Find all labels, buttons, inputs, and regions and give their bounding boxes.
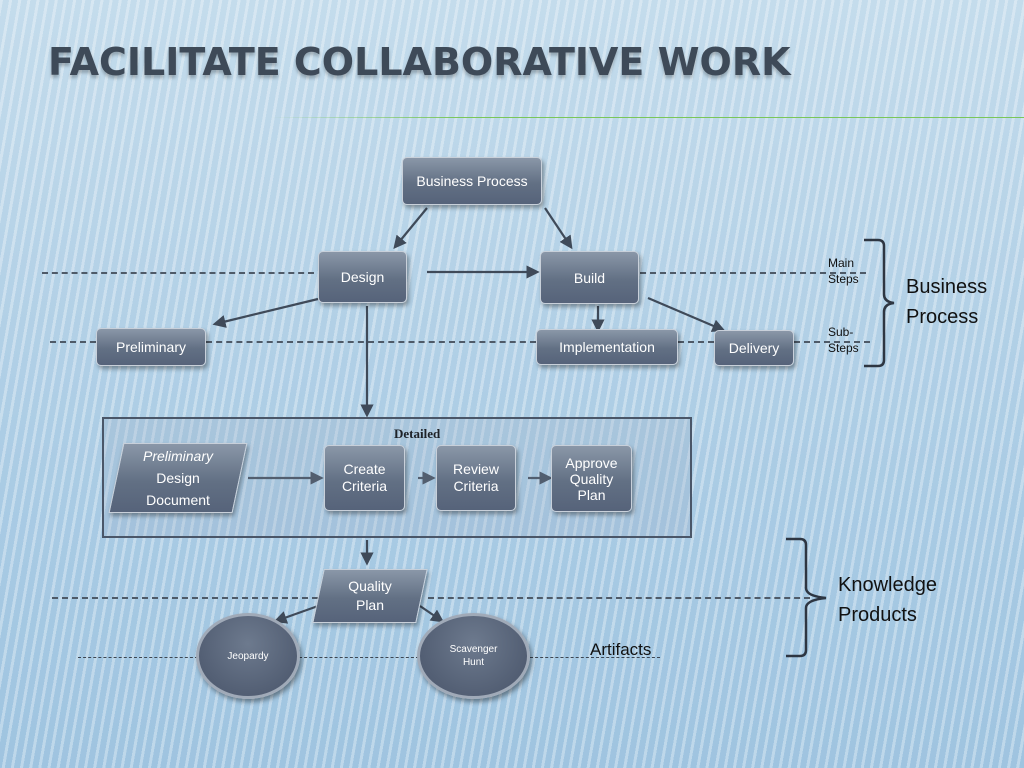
review-criteria-line-1: Review xyxy=(453,461,499,477)
approve-line-2: Quality xyxy=(569,470,614,487)
implementation-box[interactable]: Implementation xyxy=(536,329,678,365)
detailed-label: Detailed xyxy=(394,426,441,441)
jeopardy-label: Jeopardy xyxy=(227,650,269,662)
business-process-box[interactable]: Business Process xyxy=(402,157,542,205)
sub-steps-label: Sub- Steps xyxy=(828,325,859,355)
jeopardy-circle[interactable]: Jeopardy xyxy=(196,613,300,699)
pdd-line-1: Preliminary xyxy=(142,448,213,464)
implementation-label: Implementation xyxy=(559,339,655,355)
main-steps-line-left xyxy=(42,272,314,274)
sub-steps-line-left xyxy=(50,341,96,343)
main-steps-label: Main Steps xyxy=(828,256,859,286)
approve-line-3: Plan xyxy=(577,486,606,503)
create-criteria-line-1: Create xyxy=(343,461,386,477)
knowledge-products-group-label: Knowledge Products xyxy=(838,574,937,626)
approve-quality-plan-box[interactable]: Approve Quality Plan xyxy=(551,445,632,512)
preliminary-design-document-box[interactable]: Preliminary Design Document xyxy=(108,443,248,513)
create-criteria-box[interactable]: Create Criteria xyxy=(324,445,405,511)
delivery-label: Delivery xyxy=(728,340,780,356)
scavenger-hunt-circle[interactable]: Scavenger Hunt xyxy=(417,613,530,699)
create-criteria-line-2: Criteria xyxy=(341,478,388,494)
scavenger-line-1: Scavenger xyxy=(449,644,498,655)
pdd-line-2: Design xyxy=(156,470,200,486)
arrow-build-delivery xyxy=(647,296,726,332)
quality-plan-line-1: Quality xyxy=(348,578,392,594)
main-steps-line-right xyxy=(640,272,866,274)
design-box[interactable]: Design xyxy=(318,251,407,303)
build-box[interactable]: Build xyxy=(540,251,639,304)
business-process-label: Business Process xyxy=(416,173,528,189)
slide-title: FACILITATE COLLABORATIVE WORK xyxy=(48,40,791,84)
design-label: Design xyxy=(340,269,385,285)
arrow-bp-design xyxy=(393,207,428,250)
review-criteria-box[interactable]: Review Criteria xyxy=(436,445,516,511)
arrow-quality-jeopardy xyxy=(273,604,319,624)
artifacts-label: Artifacts xyxy=(590,640,652,659)
preliminary-label: Preliminary xyxy=(115,339,186,355)
delivery-box[interactable]: Delivery xyxy=(714,330,794,366)
bracket-knowledge-products xyxy=(786,537,827,658)
build-label: Build xyxy=(573,269,606,286)
sub-steps-line-mid1 xyxy=(206,341,536,343)
approve-line-1: Approve xyxy=(565,454,618,471)
scavenger-line-2: Hunt xyxy=(462,657,485,668)
title-underline xyxy=(270,117,1024,118)
arrow-quality-scavenger xyxy=(419,605,445,623)
sub-steps-line-mid2 xyxy=(678,341,714,343)
arrow-bp-build xyxy=(544,207,573,250)
review-criteria-line-2: Criteria xyxy=(453,478,499,494)
quality-plan-box[interactable]: Quality Plan xyxy=(312,569,428,623)
sub-steps-line-right xyxy=(794,341,870,343)
bracket-business-process xyxy=(864,238,895,368)
business-process-group-label: Business Process xyxy=(906,276,988,328)
quality-plan-line-2: Plan xyxy=(355,597,385,613)
knowledge-line-left xyxy=(52,597,318,599)
pdd-line-3: Document xyxy=(146,492,210,508)
knowledge-line-right xyxy=(428,597,810,599)
artifacts-line-right xyxy=(530,657,660,658)
arrow-design-preliminary xyxy=(212,297,319,328)
preliminary-box[interactable]: Preliminary xyxy=(96,328,206,366)
artifacts-line-left xyxy=(78,657,198,658)
artifacts-line-mid xyxy=(299,657,419,658)
